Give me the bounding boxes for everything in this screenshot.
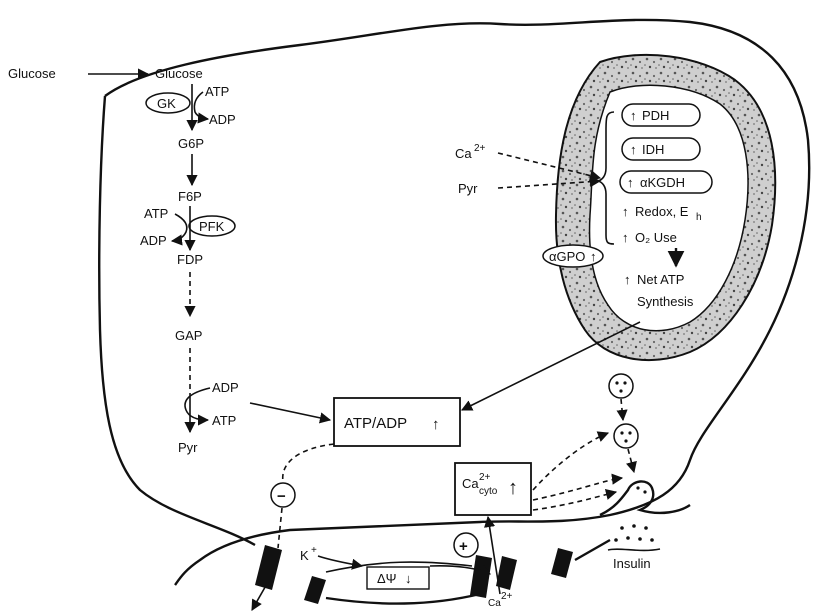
mito-atp-to-ratio-arrow [462,322,640,410]
released-insulin-dots [614,524,654,542]
depolarization-bar-bottom [326,594,480,604]
idh-label: IDH [642,142,664,157]
pfk-adp-label: ADP [140,233,167,248]
cyto-ca-label: Ca [462,476,479,491]
channel-2 [304,576,326,604]
pyr-label: Pyr [178,440,198,455]
idh-up-arrow: ↑ [630,142,637,157]
k-ion-label: K [300,548,309,563]
granule-dot [643,490,646,493]
granule-dot [620,431,623,434]
gpo-up-arrow: ↑ [590,249,597,264]
granule-dot [619,389,622,392]
net-atp-label: Net ATP [637,272,684,287]
membrane-to-insulin-arrow [575,540,610,560]
gk-atp-label: ATP [205,84,229,99]
cyto-ca-sub: cyto [479,486,498,497]
o2-up-arrow: ↑ [622,230,629,245]
ca-entry-sup: 2+ [501,591,513,602]
glucose-inside-label: Glucose [155,66,203,81]
net-atp-up-arrow: ↑ [624,272,631,287]
pdh-label: PDH [642,108,669,123]
gk-adp-label: ADP [209,112,236,127]
cyto-ca-up-arrow: ↑ [508,477,518,499]
akgdh-label: αKGDH [640,175,685,190]
mito-pyr-label: Pyr [458,181,478,196]
granule-dot [628,431,631,434]
granule-dot [624,439,627,442]
granule-path-2 [628,449,634,472]
lower-atp-label: ATP [212,413,236,428]
ca-to-granule-arrow-3 [533,492,616,510]
mito-ca-sup: 2+ [474,143,486,154]
delta-psi-label: ΔΨ [377,571,397,586]
ratio-to-katp-dashed [283,444,334,482]
ca-entry-label: Ca [488,598,501,609]
o2-use-label: O₂ Use [635,230,677,245]
redox-up-arrow: ↑ [622,204,629,219]
synthesis-label: Synthesis [637,294,694,309]
cyto-ca-sup: 2+ [479,472,491,483]
minus-sign: − [277,488,286,505]
delta-psi-down-arrow: ↓ [405,571,412,586]
lower-adp-label: ADP [212,380,239,395]
insulin-underline [608,549,660,550]
pdh-up-arrow: ↑ [630,108,637,123]
atp-adp-ratio-label: ATP/ADP [344,415,407,432]
akgdh-up-arrow: ↑ [627,175,634,190]
granule-dot [623,381,626,384]
katp-channel-left [255,545,282,590]
insulin-granule-1 [609,374,633,398]
granule-path-1 [621,399,623,420]
gap-label: GAP [175,328,202,343]
pfk-atp-label: ATP [144,206,168,221]
f6p-label: F6P [178,189,202,204]
ca-entry-arrow [488,517,500,594]
channel-3 [470,555,492,598]
redox-label: Redox, E [635,204,689,219]
granule-dot [636,486,639,489]
redox-subscript: h [696,212,702,223]
exocytosis-pocket [600,481,690,515]
insulin-label: Insulin [613,556,651,571]
fdp-label: FDP [177,252,203,267]
ca-to-granule-arrow-1 [533,433,608,490]
ca-to-granule-arrow-2 [533,478,622,500]
gpo-label: αGPO [549,249,585,264]
granule-dot [615,381,618,384]
cell-membrane-left [99,96,255,545]
k-to-depolarization-arrow [318,556,362,566]
pyr-atp-to-ratio-arrow [250,403,330,420]
g6p-label: G6P [178,136,204,151]
lower-cofactor-arrow [185,388,210,420]
mito-ca-label: Ca [455,146,472,161]
gk-enzyme-label: GK [157,96,176,111]
atp-adp-up-arrow: ↑ [432,416,440,433]
k-ion-sup: + [311,545,317,556]
pfk-cofactor-arrow [172,214,187,241]
plus-sign: + [459,538,468,555]
pfk-enzyme-label: PFK [199,219,225,234]
minus-to-channel-dashed [278,508,282,548]
channel-5 [551,548,573,578]
glucose-outside-label: Glucose [8,66,56,81]
insulin-granule-2 [614,424,638,448]
